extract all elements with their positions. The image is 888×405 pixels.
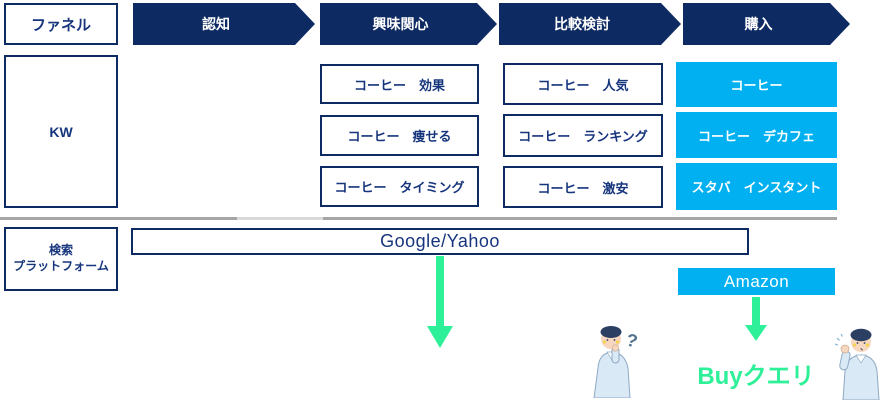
kw-text: コーヒー デカフェ — [697, 128, 815, 144]
google-yahoo-label: Google/Yahoo — [380, 231, 500, 251]
amazon-bar: Amazon — [678, 268, 835, 295]
kw-text: コーヒー — [730, 78, 783, 93]
stage-arrow-interest: 興味関心 — [320, 3, 497, 45]
kw-box-purchase-1: コーヒー — [676, 62, 837, 107]
kw-box-interest-1: コーヒー 効果 — [320, 64, 479, 104]
kw-text: コーヒー 激安 — [537, 180, 629, 196]
thinking-person-illustration: ? — [585, 322, 644, 398]
kw-text: スタバ インスタント — [691, 180, 822, 195]
kw-text: コーヒー 人気 — [537, 77, 629, 93]
kw-text: コーヒー 効果 — [353, 77, 445, 93]
platform-row-label: 検索 プラットフォーム — [4, 227, 118, 291]
row-divider-line — [0, 217, 837, 220]
amazon-label: Amazon — [723, 271, 790, 291]
platform-row-label-line2: プラットフォーム — [13, 259, 109, 273]
platform-row-label-line1: 検索 — [48, 243, 73, 258]
down-arrow-buy-icon — [745, 297, 767, 341]
kw-box-interest-3: コーヒー タイミング — [320, 166, 479, 207]
cheering-person-illustration — [832, 324, 888, 400]
down-arrow-search-icon — [427, 256, 453, 348]
stage-arrow-awareness: 認知 — [133, 3, 315, 45]
stage-label-purchase: 購入 — [744, 16, 773, 32]
kw-box-comparison-2: コーヒー ランキング — [503, 114, 663, 157]
kw-row-label: KW — [4, 55, 118, 208]
question-mark-glyph: ? — [624, 330, 640, 352]
kw-text: コーヒー タイミング — [334, 180, 465, 195]
kw-box-comparison-3: コーヒー 激安 — [503, 166, 663, 208]
stage-arrow-purchase: 購入 — [683, 3, 850, 45]
kw-row-label-text: KW — [49, 123, 73, 140]
funnel-row-label: ファネル — [4, 3, 118, 45]
kw-box-purchase-2: コーヒー デカフェ — [676, 112, 837, 158]
kw-box-interest-2: コーヒー 痩せる — [320, 115, 479, 156]
stage-label-interest: 興味関心 — [372, 16, 429, 32]
kw-box-comparison-1: コーヒー 人気 — [503, 63, 663, 105]
stage-label-comparison: 比較検討 — [554, 16, 610, 32]
row-divider-light-segment — [237, 217, 323, 220]
sparkle-icon — [834, 333, 844, 346]
buy-query-text: Buyクエリ — [697, 362, 815, 390]
kw-text: コーヒー ランキング — [518, 129, 648, 144]
kw-text: コーヒー 痩せる — [347, 129, 452, 144]
google-yahoo-bar: Google/Yahoo — [131, 228, 749, 255]
buy-query-annotation: Buyクエリ — [690, 356, 822, 390]
stage-arrow-comparison: 比較検討 — [499, 3, 681, 45]
stage-label-awareness: 認知 — [202, 16, 230, 32]
funnel-row-label-text: ファネル — [30, 16, 91, 34]
kw-box-purchase-3: スタバ インスタント — [676, 163, 837, 210]
